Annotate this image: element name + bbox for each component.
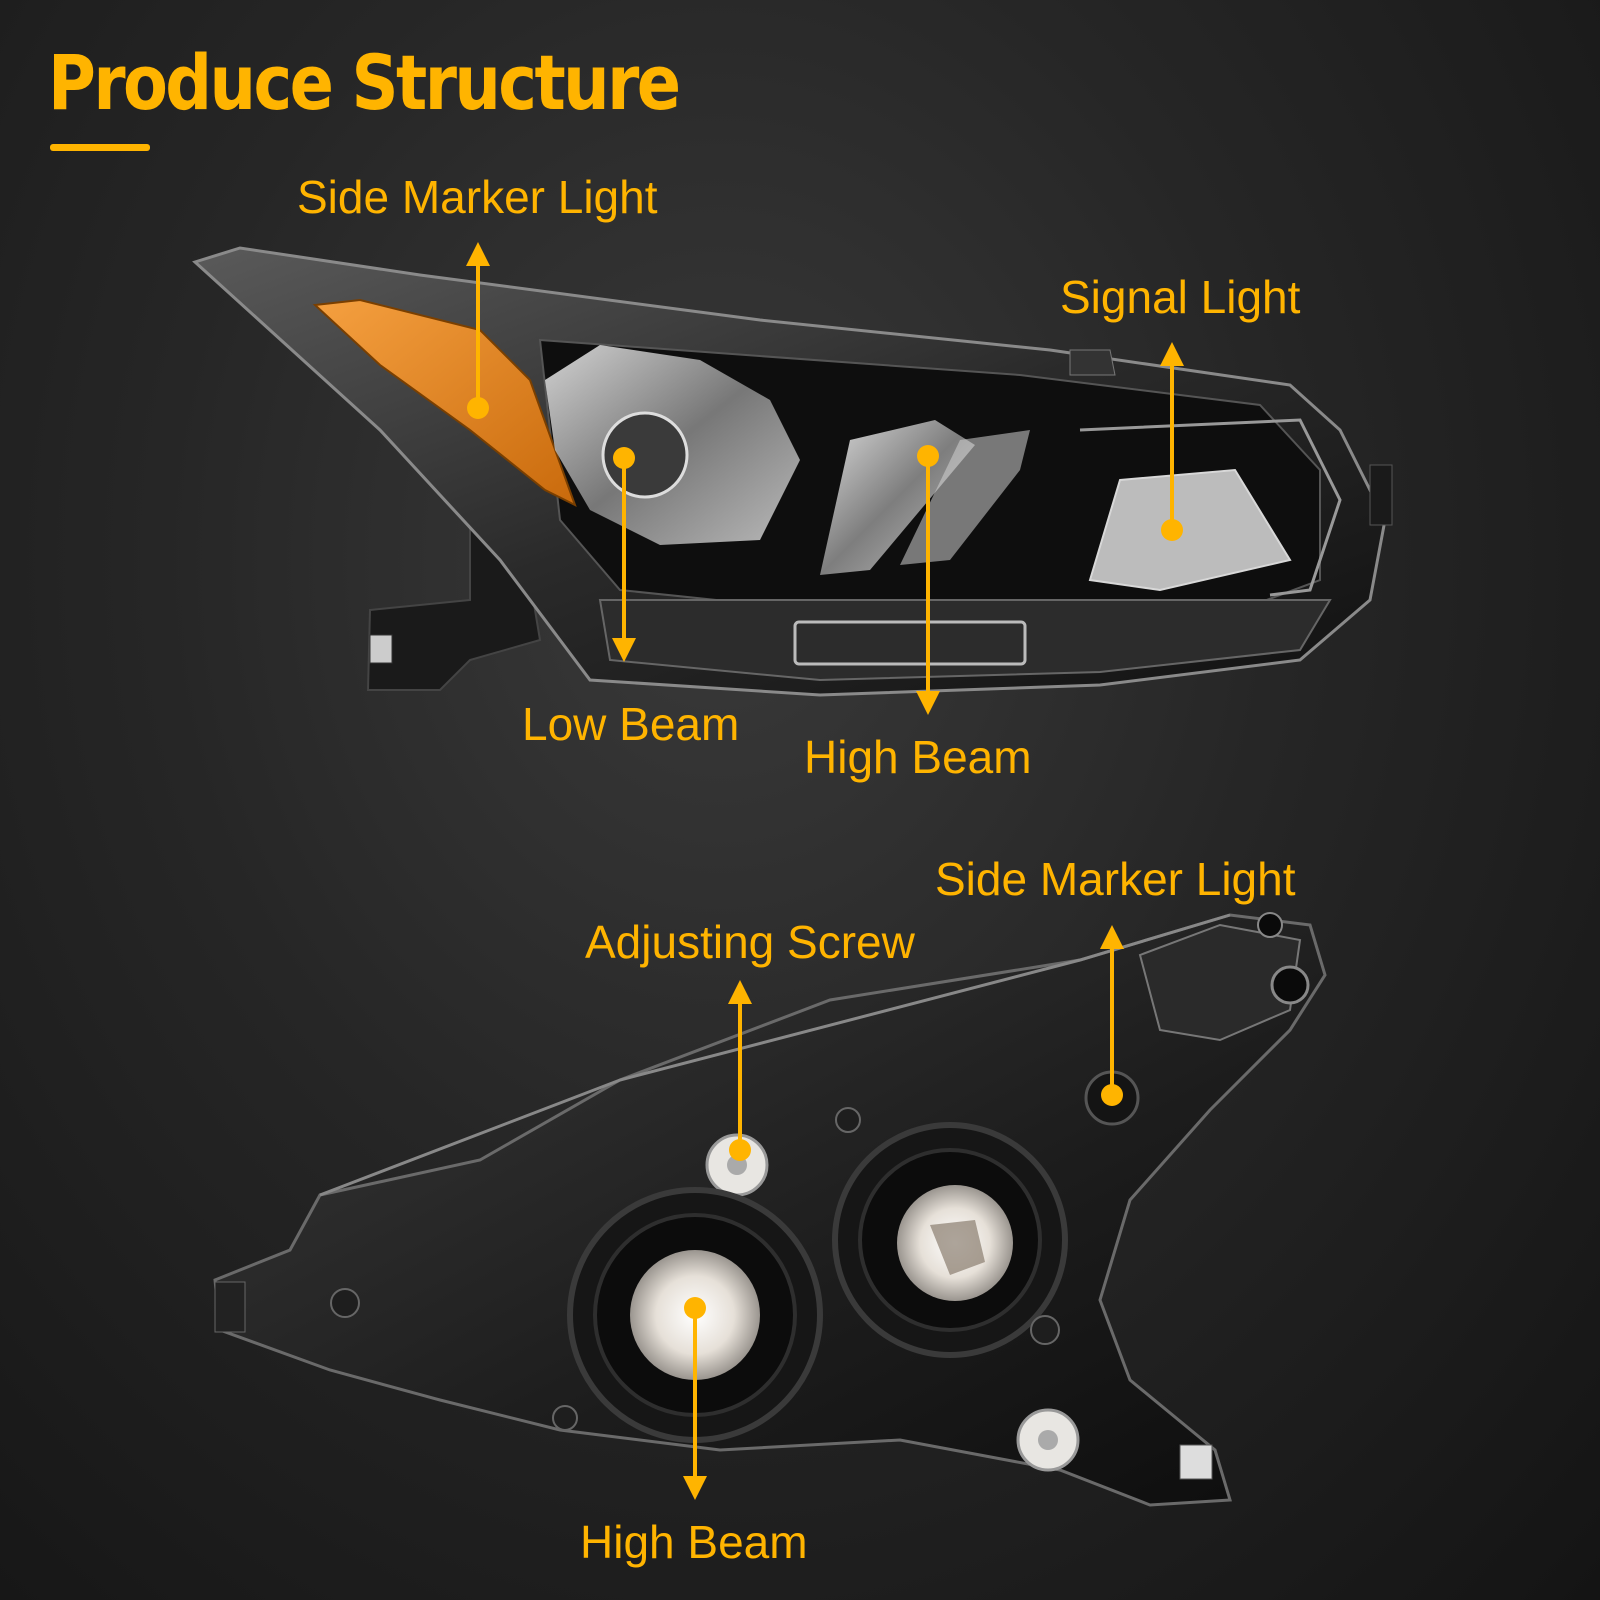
label-low-beam: Low Beam [522,698,740,750]
label-adjusting-screw: Adjusting Screw [585,916,915,968]
label-front-side-marker: Side Marker Light [297,171,658,223]
label-rear-side-marker: Side Marker Light [935,853,1296,905]
label-signal-light: Signal Light [1060,271,1301,323]
rear-headlight [213,912,1327,1507]
page-title: Produce Structure [48,38,681,127]
title-underline [50,144,150,151]
callout-arrows [466,242,1184,1500]
label-rear-high-beam: High Beam [580,1516,808,1568]
label-front-high-beam: High Beam [804,731,1032,783]
